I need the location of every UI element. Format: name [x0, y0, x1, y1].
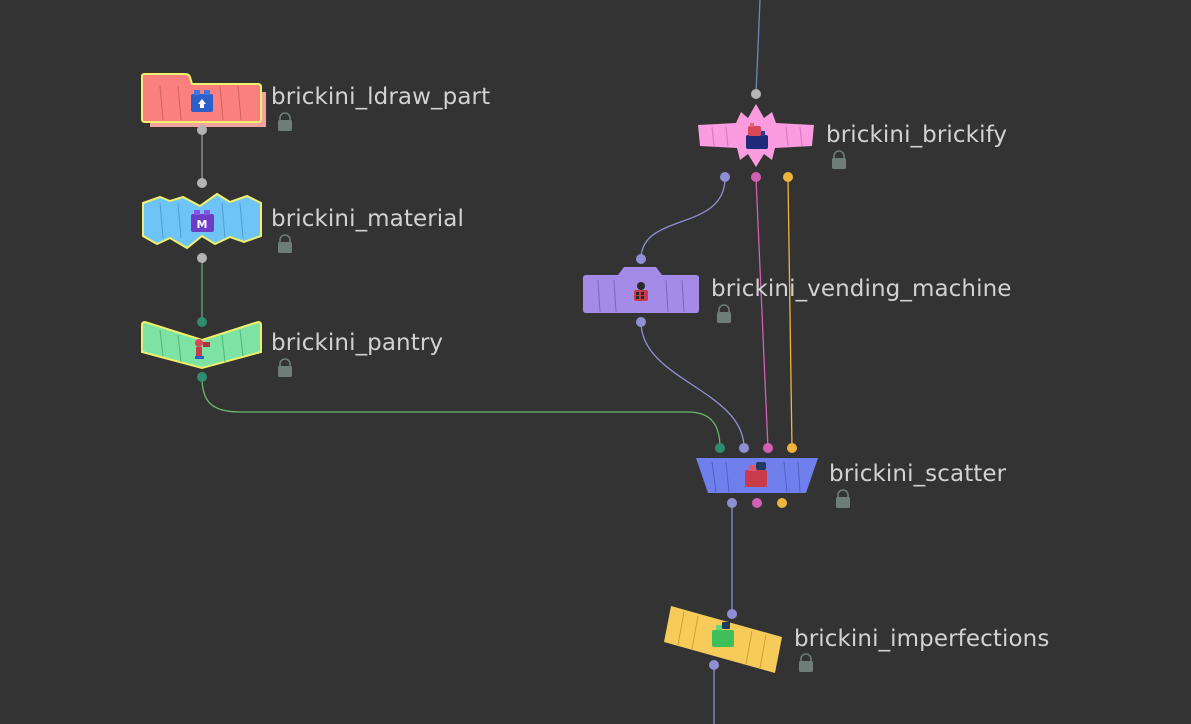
node-brickify-input[interactable] — [751, 89, 761, 99]
node-brickify-ridges — [711, 126, 803, 147]
node-brickini-pantry[interactable] — [141, 317, 262, 382]
node-brickify-output-purple[interactable] — [720, 172, 730, 182]
node-label-scatter[interactable]: brickini_scatter — [829, 461, 1007, 487]
node-vending-ridges — [597, 279, 685, 313]
node-imperfections-ridges — [677, 611, 767, 669]
node-scatter-output-yellow[interactable] — [777, 498, 787, 508]
node-brickini-brickify[interactable] — [698, 89, 814, 182]
lock-icon[interactable] — [278, 112, 292, 131]
node-scatter-input-purple[interactable] — [739, 443, 749, 453]
lock-icon[interactable] — [278, 234, 292, 253]
node-label-brickify[interactable]: brickini_brickify — [826, 122, 1008, 148]
node-scatter-output-pink[interactable] — [752, 498, 762, 508]
node-vending-output[interactable] — [636, 317, 646, 327]
wire-brickify-pink-to-scatter[interactable] — [755, 177, 769, 449]
node-brickify-output-pink[interactable] — [751, 172, 761, 182]
lock-icon[interactable] — [278, 358, 292, 377]
node-label-imperfections[interactable]: brickini_imperfections — [794, 626, 1050, 652]
node-ldraw-part-ridges — [159, 85, 242, 121]
brick-stack-icon — [746, 123, 768, 149]
node-pantry-ridges — [159, 329, 244, 363]
node-label-pantry[interactable]: brickini_pantry — [271, 330, 444, 356]
node-material-input[interactable] — [197, 178, 207, 188]
lock-icons — [278, 112, 850, 672]
wire-input-brickify[interactable] — [755, 0, 761, 95]
node-scatter-input-yellow[interactable] — [787, 443, 797, 453]
node-pantry-input[interactable] — [197, 317, 207, 327]
node-scatter-ridges — [711, 461, 801, 493]
wire-brickify-yellow-to-scatter[interactable] — [787, 177, 793, 449]
node-material-output[interactable] — [197, 253, 207, 263]
green-brick-icon — [712, 622, 734, 647]
node-imperfections-input[interactable] — [727, 609, 737, 619]
vending-figure-icon — [634, 282, 648, 301]
node-label-ldraw-part[interactable]: brickini_ldraw_part — [271, 84, 491, 110]
node-material-ridges — [159, 202, 244, 239]
pantry-figure-icon — [195, 339, 210, 359]
node-brickini-vending-machine[interactable] — [583, 254, 699, 327]
lock-icon[interactable] — [832, 150, 846, 169]
wire-vending-to-scatter[interactable] — [640, 321, 745, 449]
node-brickini-imperfections[interactable] — [664, 606, 782, 673]
node-brickini-scatter[interactable] — [696, 443, 818, 508]
node-label-material[interactable]: brickini_material — [271, 206, 464, 232]
node-scatter-output-purple[interactable] — [727, 498, 737, 508]
node-imperfections-output[interactable] — [709, 660, 719, 670]
purple-brick-m-icon: M — [191, 210, 214, 232]
node-scatter-input-pink[interactable] — [763, 443, 773, 453]
red-brick-icon — [745, 462, 767, 487]
node-vending-input[interactable] — [636, 254, 646, 264]
node-scatter-input-green[interactable] — [715, 443, 725, 453]
blue-brick-upload-icon — [191, 90, 213, 112]
svg-text:M: M — [197, 218, 208, 231]
node-label-vending-machine[interactable]: brickini_vending_machine — [711, 276, 1012, 302]
node-brickini-ldraw-part[interactable] — [141, 73, 266, 135]
lock-icon[interactable] — [717, 304, 731, 323]
node-brickify-output-yellow[interactable] — [783, 172, 793, 182]
node-brickini-material[interactable]: M — [142, 178, 262, 263]
wire-pantry-to-scatter[interactable] — [201, 376, 721, 449]
wire-brickify-to-vending[interactable] — [640, 177, 726, 260]
lock-icon[interactable] — [836, 489, 850, 508]
wires — [201, 0, 793, 724]
node-pantry-output[interactable] — [197, 372, 207, 382]
node-ldraw-part-output[interactable] — [197, 125, 207, 135]
lock-icon[interactable] — [799, 653, 813, 672]
